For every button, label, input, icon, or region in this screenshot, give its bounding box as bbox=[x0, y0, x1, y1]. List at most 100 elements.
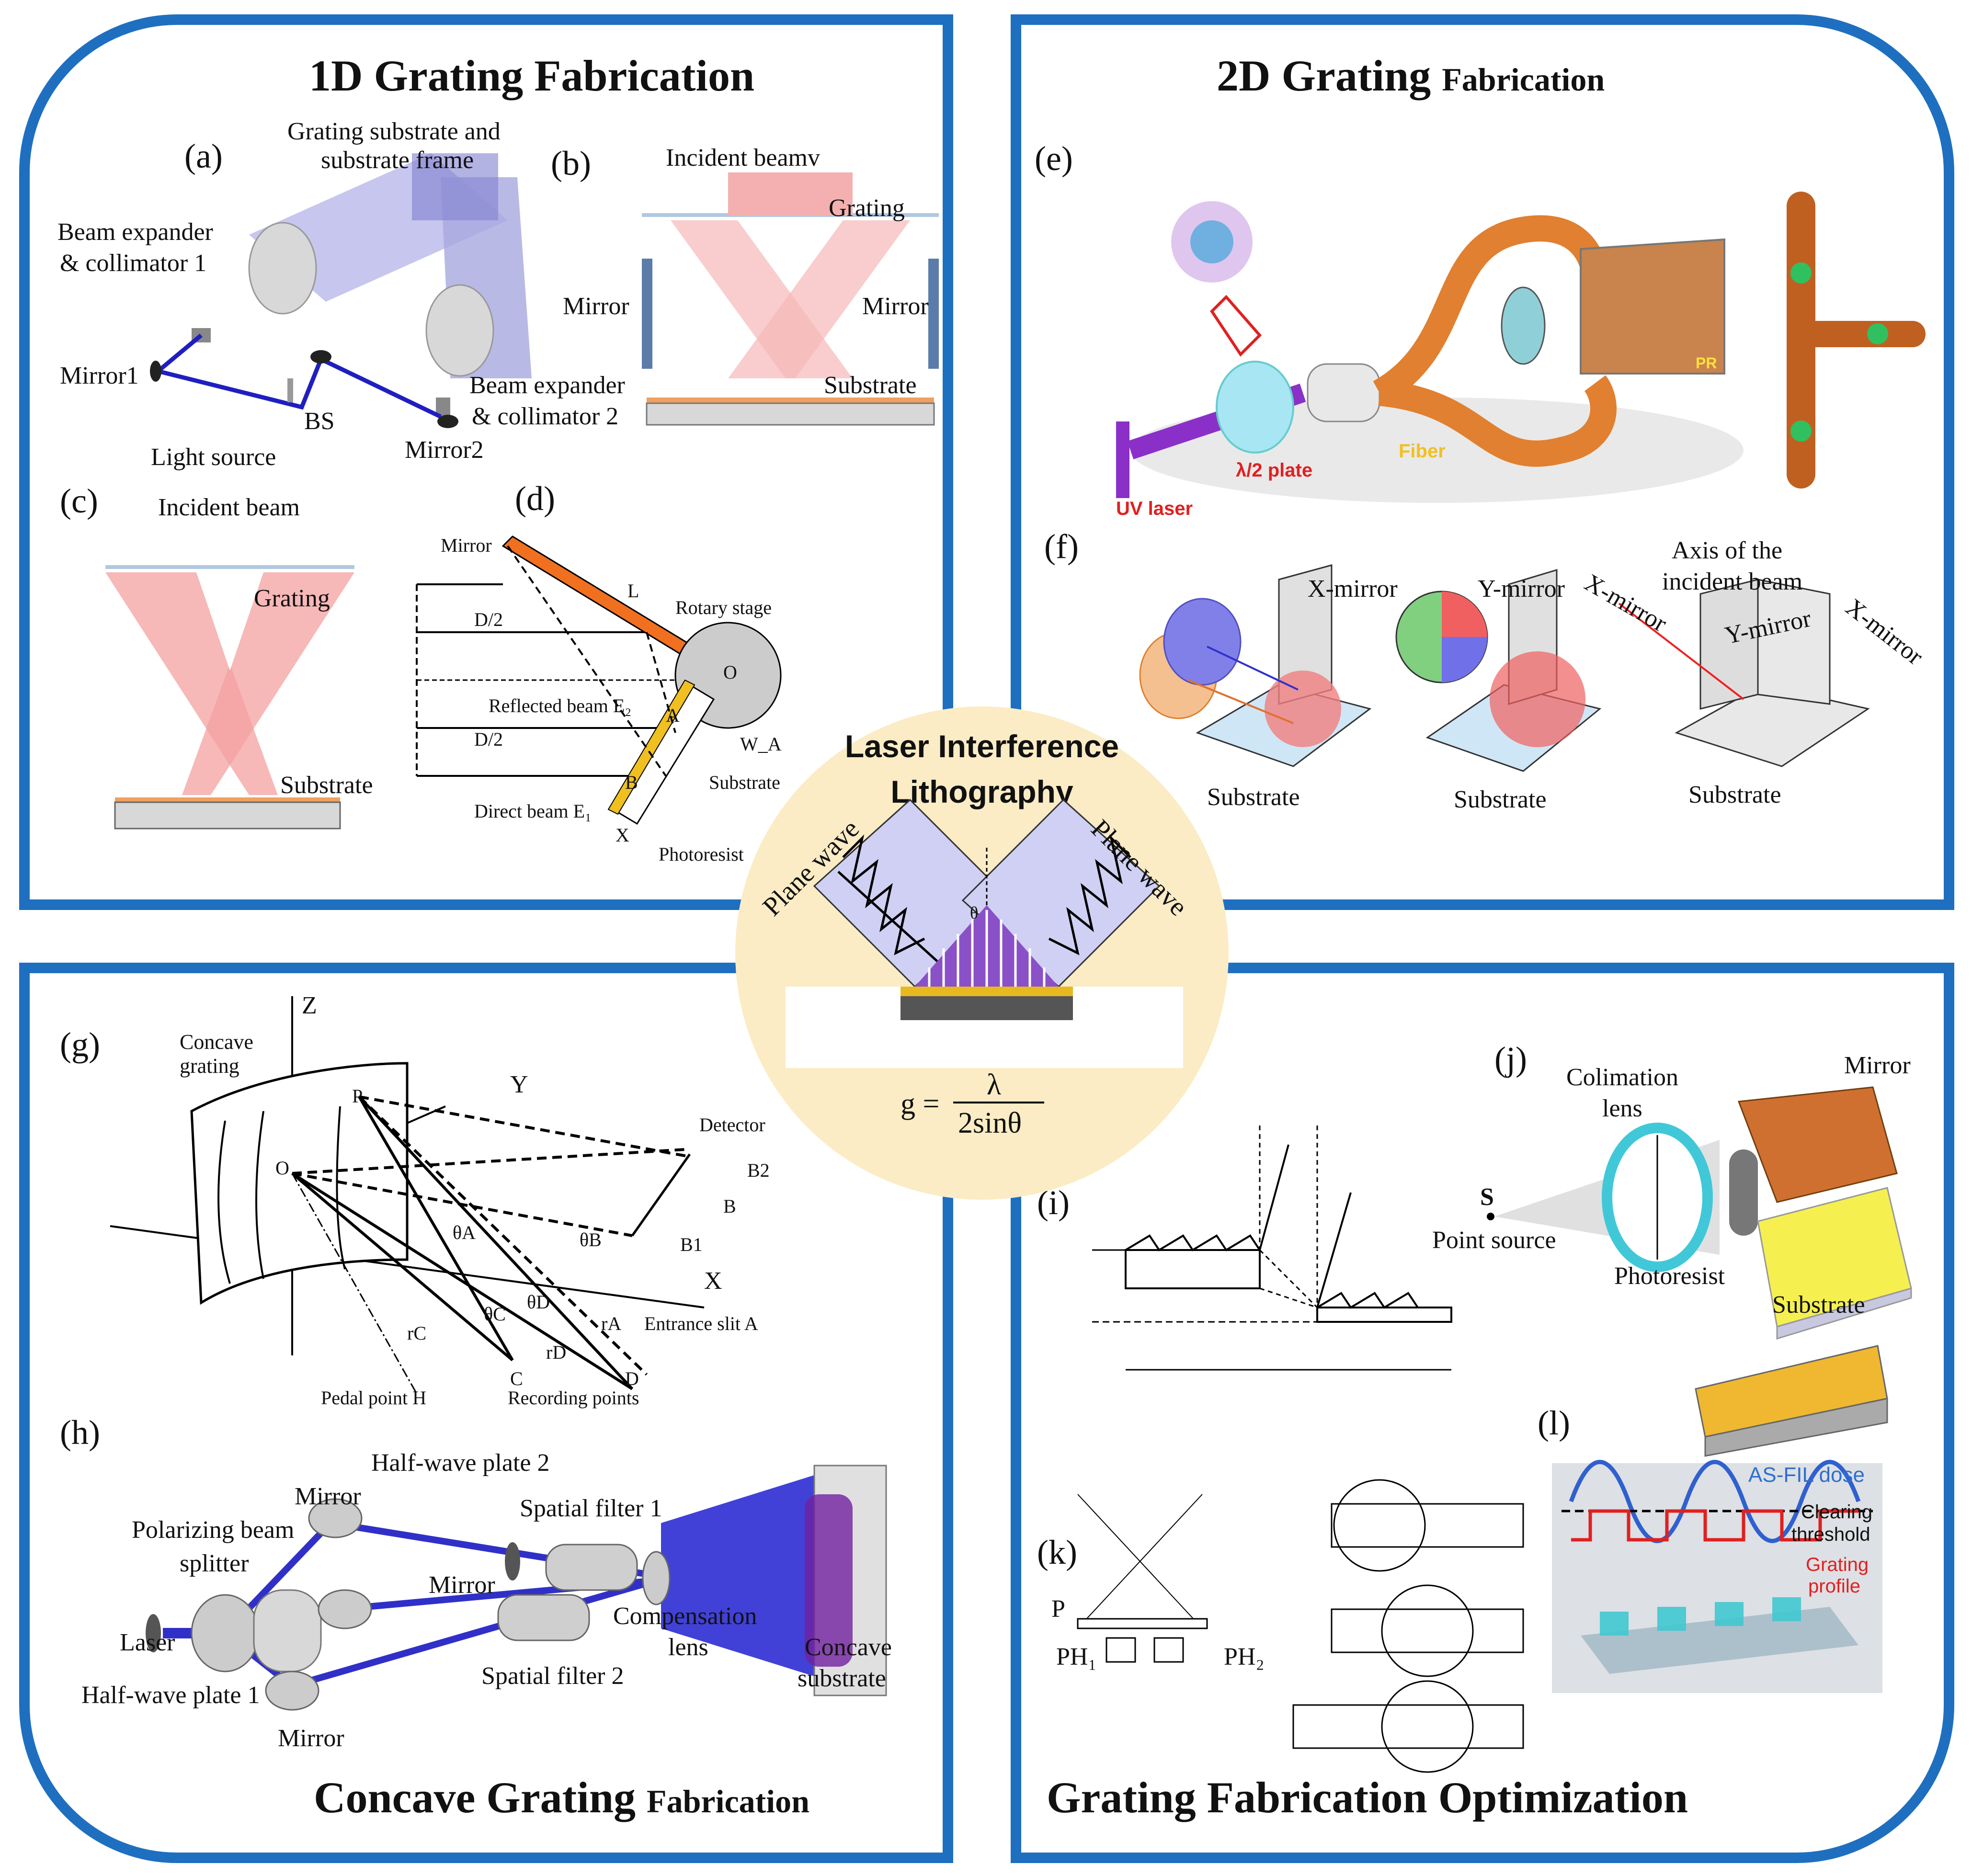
title-concave-small: Fabrication bbox=[647, 1783, 809, 1819]
b-grating-label: Grating bbox=[829, 194, 905, 222]
h-pbs-label2: splitter bbox=[180, 1550, 249, 1577]
tag-g: (g) bbox=[60, 1025, 100, 1064]
j-substrate-label: Substrate bbox=[1772, 1291, 1865, 1319]
l-dose-label: AS-FIL dose bbox=[1748, 1463, 1865, 1487]
j-point-label: Point source bbox=[1432, 1227, 1556, 1254]
tag-l: (l) bbox=[1538, 1404, 1570, 1442]
d-reflected-label: Reflected beam E₂ bbox=[489, 695, 632, 716]
title-2d-small: Fabrication bbox=[1442, 61, 1605, 98]
b-incident-label: Incident beamv bbox=[666, 144, 820, 171]
tag-a: (a) bbox=[184, 137, 223, 175]
h-pbs-label1: Polarizing beam bbox=[132, 1516, 295, 1544]
h-mirror2-label: Mirror bbox=[429, 1571, 495, 1599]
figure-b bbox=[642, 172, 939, 426]
d-D2a-label: D/2 bbox=[474, 609, 503, 630]
a-expander1-label2: & collimator 1 bbox=[60, 250, 207, 277]
title-concave-big: Concave Grating bbox=[314, 1773, 636, 1822]
k-ph1-label: PH₁ bbox=[1056, 1643, 1097, 1671]
g-y-label: Y bbox=[510, 1071, 528, 1098]
d-direct-label: Direct beam E₁ bbox=[474, 800, 592, 822]
center-formula-bar bbox=[953, 1102, 1044, 1103]
h-hw1-label: Half-wave plate 1 bbox=[81, 1682, 260, 1709]
title-1d: 1D Grating Fabrication bbox=[309, 51, 755, 100]
tag-f: (f) bbox=[1044, 527, 1079, 566]
h-concave-label2: substrate bbox=[798, 1665, 886, 1692]
figure-a bbox=[150, 153, 532, 428]
l-clear-label2: threshold bbox=[1791, 1524, 1870, 1545]
g-p-label: P bbox=[352, 1085, 363, 1107]
d-photoresist-label: Photoresist bbox=[659, 843, 744, 865]
g-rA-label: rA bbox=[601, 1313, 622, 1334]
e-fiber-label: Fiber bbox=[1399, 441, 1446, 462]
a-substrate-label1: Grating substrate and bbox=[287, 118, 501, 145]
tag-c: (c) bbox=[60, 482, 98, 520]
figure-e bbox=[1116, 192, 1926, 503]
e-plate-label: λ/2 plate bbox=[1236, 460, 1313, 481]
g-pedal-label: Pedal point H bbox=[321, 1387, 426, 1409]
tag-k: (k) bbox=[1037, 1533, 1077, 1571]
h-comp-label1: Compensation bbox=[613, 1603, 757, 1630]
f-xmirror1-label: X-mirror bbox=[1308, 575, 1398, 603]
center-formula-num: λ bbox=[987, 1069, 1002, 1101]
g-slit-label: Entrance slit A bbox=[644, 1313, 758, 1334]
figure-k bbox=[1077, 1479, 1524, 1773]
g-concave-label1: Concave bbox=[180, 1030, 253, 1054]
g-z-label: Z bbox=[302, 992, 317, 1019]
h-laser-label: Laser bbox=[120, 1629, 175, 1656]
l-profile-label2: profile bbox=[1808, 1576, 1860, 1597]
title-optimization: Grating Fabrication Optimization bbox=[1047, 1773, 1688, 1822]
h-sf1-label: Spatial filter 1 bbox=[520, 1495, 662, 1522]
center-title-line1: Laser Interference bbox=[844, 728, 1119, 764]
g-x-label: X bbox=[704, 1267, 722, 1295]
g-thetaB-label: θB bbox=[580, 1229, 602, 1251]
d-mirror-label: Mirror bbox=[441, 534, 492, 556]
j-colim-label2: lens bbox=[1602, 1095, 1642, 1122]
d-A-label: A bbox=[666, 705, 680, 726]
center-interference-diagram bbox=[786, 798, 1183, 1068]
g-detector-label: Detector bbox=[699, 1114, 765, 1136]
g-concave-label2: grating bbox=[180, 1054, 239, 1078]
d-L-label: L bbox=[627, 580, 639, 602]
center-formula-den: 2sinθ bbox=[958, 1107, 1022, 1139]
d-substrate-label: Substrate bbox=[709, 772, 780, 793]
tag-h: (h) bbox=[60, 1413, 100, 1452]
title-2d-big: 2D Grating bbox=[1217, 51, 1431, 100]
figure-i bbox=[1092, 1126, 1452, 1371]
d-O-label: O bbox=[723, 661, 737, 683]
d-B-label: B bbox=[625, 772, 638, 793]
g-rD-label: rD bbox=[546, 1342, 567, 1363]
g-thetaD-label: θD bbox=[527, 1291, 550, 1313]
g-c-label: C bbox=[510, 1368, 523, 1389]
title-concave: Concave Grating Fabrication bbox=[314, 1772, 809, 1823]
figure-h bbox=[146, 1465, 887, 1711]
a-mirror2-label: Mirror2 bbox=[405, 436, 484, 464]
f-axis-label1: Axis of the bbox=[1672, 537, 1783, 564]
a-mirror1-label: Mirror1 bbox=[60, 362, 139, 389]
figure-c bbox=[105, 565, 354, 830]
h-hw2-label: Half-wave plate 2 bbox=[371, 1449, 550, 1477]
f-substrate1-label: Substrate bbox=[1207, 784, 1300, 811]
j-photoresist-label: Photoresist bbox=[1614, 1262, 1725, 1290]
figure-d bbox=[416, 535, 782, 825]
h-concave-label1: Concave bbox=[805, 1634, 892, 1661]
g-d-label: D bbox=[625, 1368, 639, 1389]
f-ymirror2-label: Y-mirror bbox=[1478, 575, 1565, 603]
f-substrate3-label: Substrate bbox=[1688, 781, 1781, 808]
center-formula-lhs: g = bbox=[901, 1088, 940, 1120]
a-bs-label: BS bbox=[304, 408, 335, 435]
a-source-label: Light source bbox=[151, 443, 276, 471]
a-expander2-label2: & collimator 2 bbox=[472, 403, 619, 430]
g-b2-label: B2 bbox=[747, 1160, 770, 1181]
tag-b: (b) bbox=[551, 144, 591, 182]
g-recording-label: Recording points bbox=[508, 1387, 639, 1409]
l-profile-label1: Grating bbox=[1806, 1554, 1869, 1575]
figure-g bbox=[110, 996, 705, 1394]
d-X-label: X bbox=[616, 824, 629, 846]
l-clear-label1: Clearing bbox=[1801, 1501, 1872, 1523]
h-comp-label2: lens bbox=[668, 1634, 708, 1661]
d-WA-label: W_A bbox=[740, 733, 782, 755]
h-mirror1-label: Mirror bbox=[295, 1483, 361, 1510]
tag-e: (e) bbox=[1035, 139, 1073, 178]
j-mirror-label: Mirror bbox=[1844, 1052, 1911, 1079]
a-expander1-label1: Beam expander bbox=[57, 218, 213, 246]
